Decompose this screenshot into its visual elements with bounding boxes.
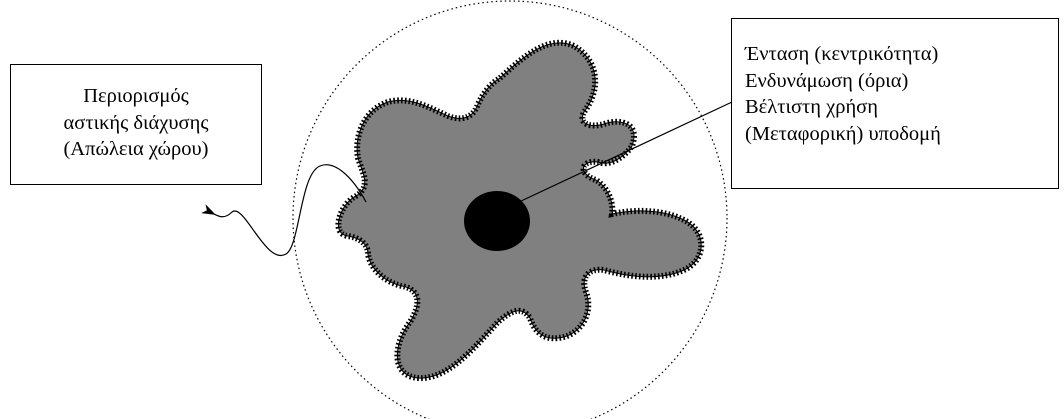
- right-label-line-4: (Μεταφορική) υποδομή: [745, 121, 1058, 148]
- right-label-line-3: Βέλτιστη χρήση: [745, 94, 1058, 121]
- city-center-ellipse: [464, 191, 530, 251]
- right-label-line-2: Ενδυνάμωση (όρια): [745, 68, 1058, 95]
- left-label-line-1: Περιορισμός: [11, 83, 261, 110]
- left-label-box: Περιορισμός αστικής διάχυσης (Απώλεια χώ…: [10, 64, 262, 185]
- left-label-line-3: (Απώλεια χώρου): [11, 136, 261, 163]
- left-label-line-2: αστικής διάχυσης: [11, 110, 261, 137]
- right-label-box: Ένταση (κεντρικότητα) Ενδυνάμωση (όρια) …: [731, 18, 1059, 189]
- right-label-line-1: Ένταση (κεντρικότητα): [745, 41, 1058, 68]
